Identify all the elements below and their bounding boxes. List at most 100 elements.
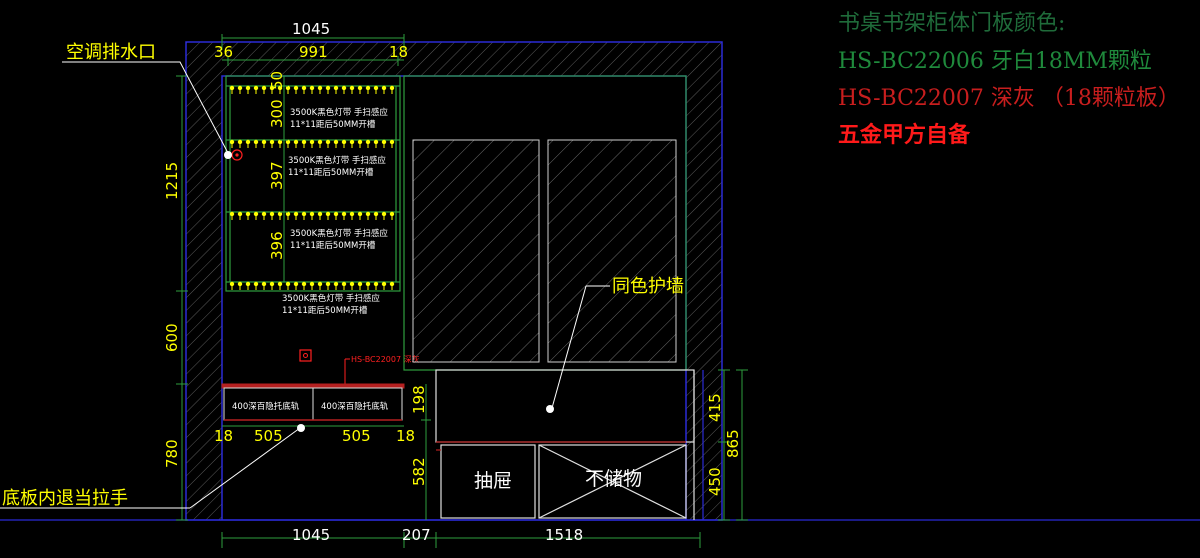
led-dot [325,281,331,287]
shelf-notes: 3500K黑色灯带 手扫感应 11*11距后50MM开槽 3500K黑色灯带 手… [282,107,388,316]
led-dot [365,211,371,217]
led-dot [253,281,259,287]
dim-top-left: 36 [214,43,233,61]
led-dot [245,281,251,287]
led-dot [285,211,291,217]
led-dot [309,211,315,217]
led-dot [341,281,347,287]
shelf-note-2a: 3500K黑色灯带 手扫感应 [288,155,386,166]
led-dot [285,281,291,287]
led-dot [293,139,299,145]
led-dot [269,211,275,217]
led-dot [261,85,267,91]
led-dot [317,281,323,287]
led-dot [333,211,339,217]
led-dot [253,139,259,145]
dim-shelf-300: 300 [268,99,286,128]
led-dot [269,281,275,287]
dim-shelf-397: 397 [268,161,286,190]
dimension-lines [176,34,748,548]
label-ac-drain: 空调排水口 [66,42,156,63]
dim-shelf-50: 50 [268,71,286,90]
shelf-note-4a: 3500K黑色灯带 手扫感应 [282,293,380,304]
legend-title: 书桌书架柜体门板颜色: [838,11,1065,36]
led-dot [349,139,355,145]
dim-under-18b: 18 [396,427,415,445]
drawer-label: 抽屉 [474,470,512,492]
led-dot [341,211,347,217]
led-dot [381,281,387,287]
led-dot [277,211,283,217]
led-dot [341,139,347,145]
led-dot [253,211,259,217]
leader-dot-base [297,424,305,432]
dim-top-total: 1045 [292,20,330,38]
led-dot [381,85,387,91]
dim-under-505a: 505 [254,427,283,445]
led-dot [309,139,315,145]
dim-top-mid: 991 [299,43,328,61]
led-dot [293,281,299,287]
legend-line-3: 五金甲方自备 [838,122,971,148]
leader-lines [0,61,610,509]
led-dot [285,85,291,91]
led-dot [365,85,371,91]
material-tag: HS-BC22007 深灰 [344,354,420,384]
dim-left-1215: 1215 [163,162,181,200]
led-dot [277,85,283,91]
led-dot [237,85,243,91]
led-dot [357,85,363,91]
led-dot [269,85,275,91]
led-dot [261,211,267,217]
dim-bottom-1518: 1518 [545,526,583,544]
led-dot [349,281,355,287]
dim-under-18a: 18 [214,427,233,445]
led-dot [237,139,243,145]
led-dot [261,281,267,287]
led-dot [373,281,379,287]
led-dot [389,211,395,217]
drawer-rail-right: 400深百隐托底轨 [321,401,389,412]
legend-line-1: HS-BC22006 牙白18MM颗粒 [838,49,1152,74]
led-dot [317,139,323,145]
dim-right-865: 865 [724,429,742,458]
led-dot [317,85,323,91]
led-dot [341,85,347,91]
dim-left-780: 780 [163,439,181,468]
desk-left: 400深百隐托底轨 400深百隐托底轨 [221,383,405,421]
led-dot [349,85,355,91]
led-dot [229,139,235,145]
dim-right-415: 415 [706,393,724,422]
led-dot [381,211,387,217]
leader-dot-wall [546,405,554,413]
led-dot [373,139,379,145]
led-dot [229,85,235,91]
led-dot [301,85,307,91]
led-dot [325,85,331,91]
led-dot [381,139,387,145]
led-dot [333,85,339,91]
led-dot [349,211,355,217]
led-dot [245,211,251,217]
led-dot [301,211,307,217]
dim-right-450: 450 [706,467,724,496]
led-dot [365,281,371,287]
dim-top-right: 18 [389,43,408,61]
material-tag-text: HS-BC22007 深灰 [351,354,420,364]
led-dot [317,211,323,217]
led-dot [373,211,379,217]
led-dot [389,281,395,287]
led-dot [277,139,283,145]
led-dot [301,281,307,287]
led-dot [301,139,307,145]
no-storage-label: 不储物 [585,468,642,490]
led-dot [293,85,299,91]
dim-desk-582: 582 [410,457,428,486]
led-dot [389,139,395,145]
led-dot [293,211,299,217]
shelf-note-3a: 3500K黑色灯带 手扫感应 [290,228,388,239]
led-dot [333,281,339,287]
led-dot [309,281,315,287]
shelf-note-2b: 11*11距后50MM开槽 [288,167,374,178]
